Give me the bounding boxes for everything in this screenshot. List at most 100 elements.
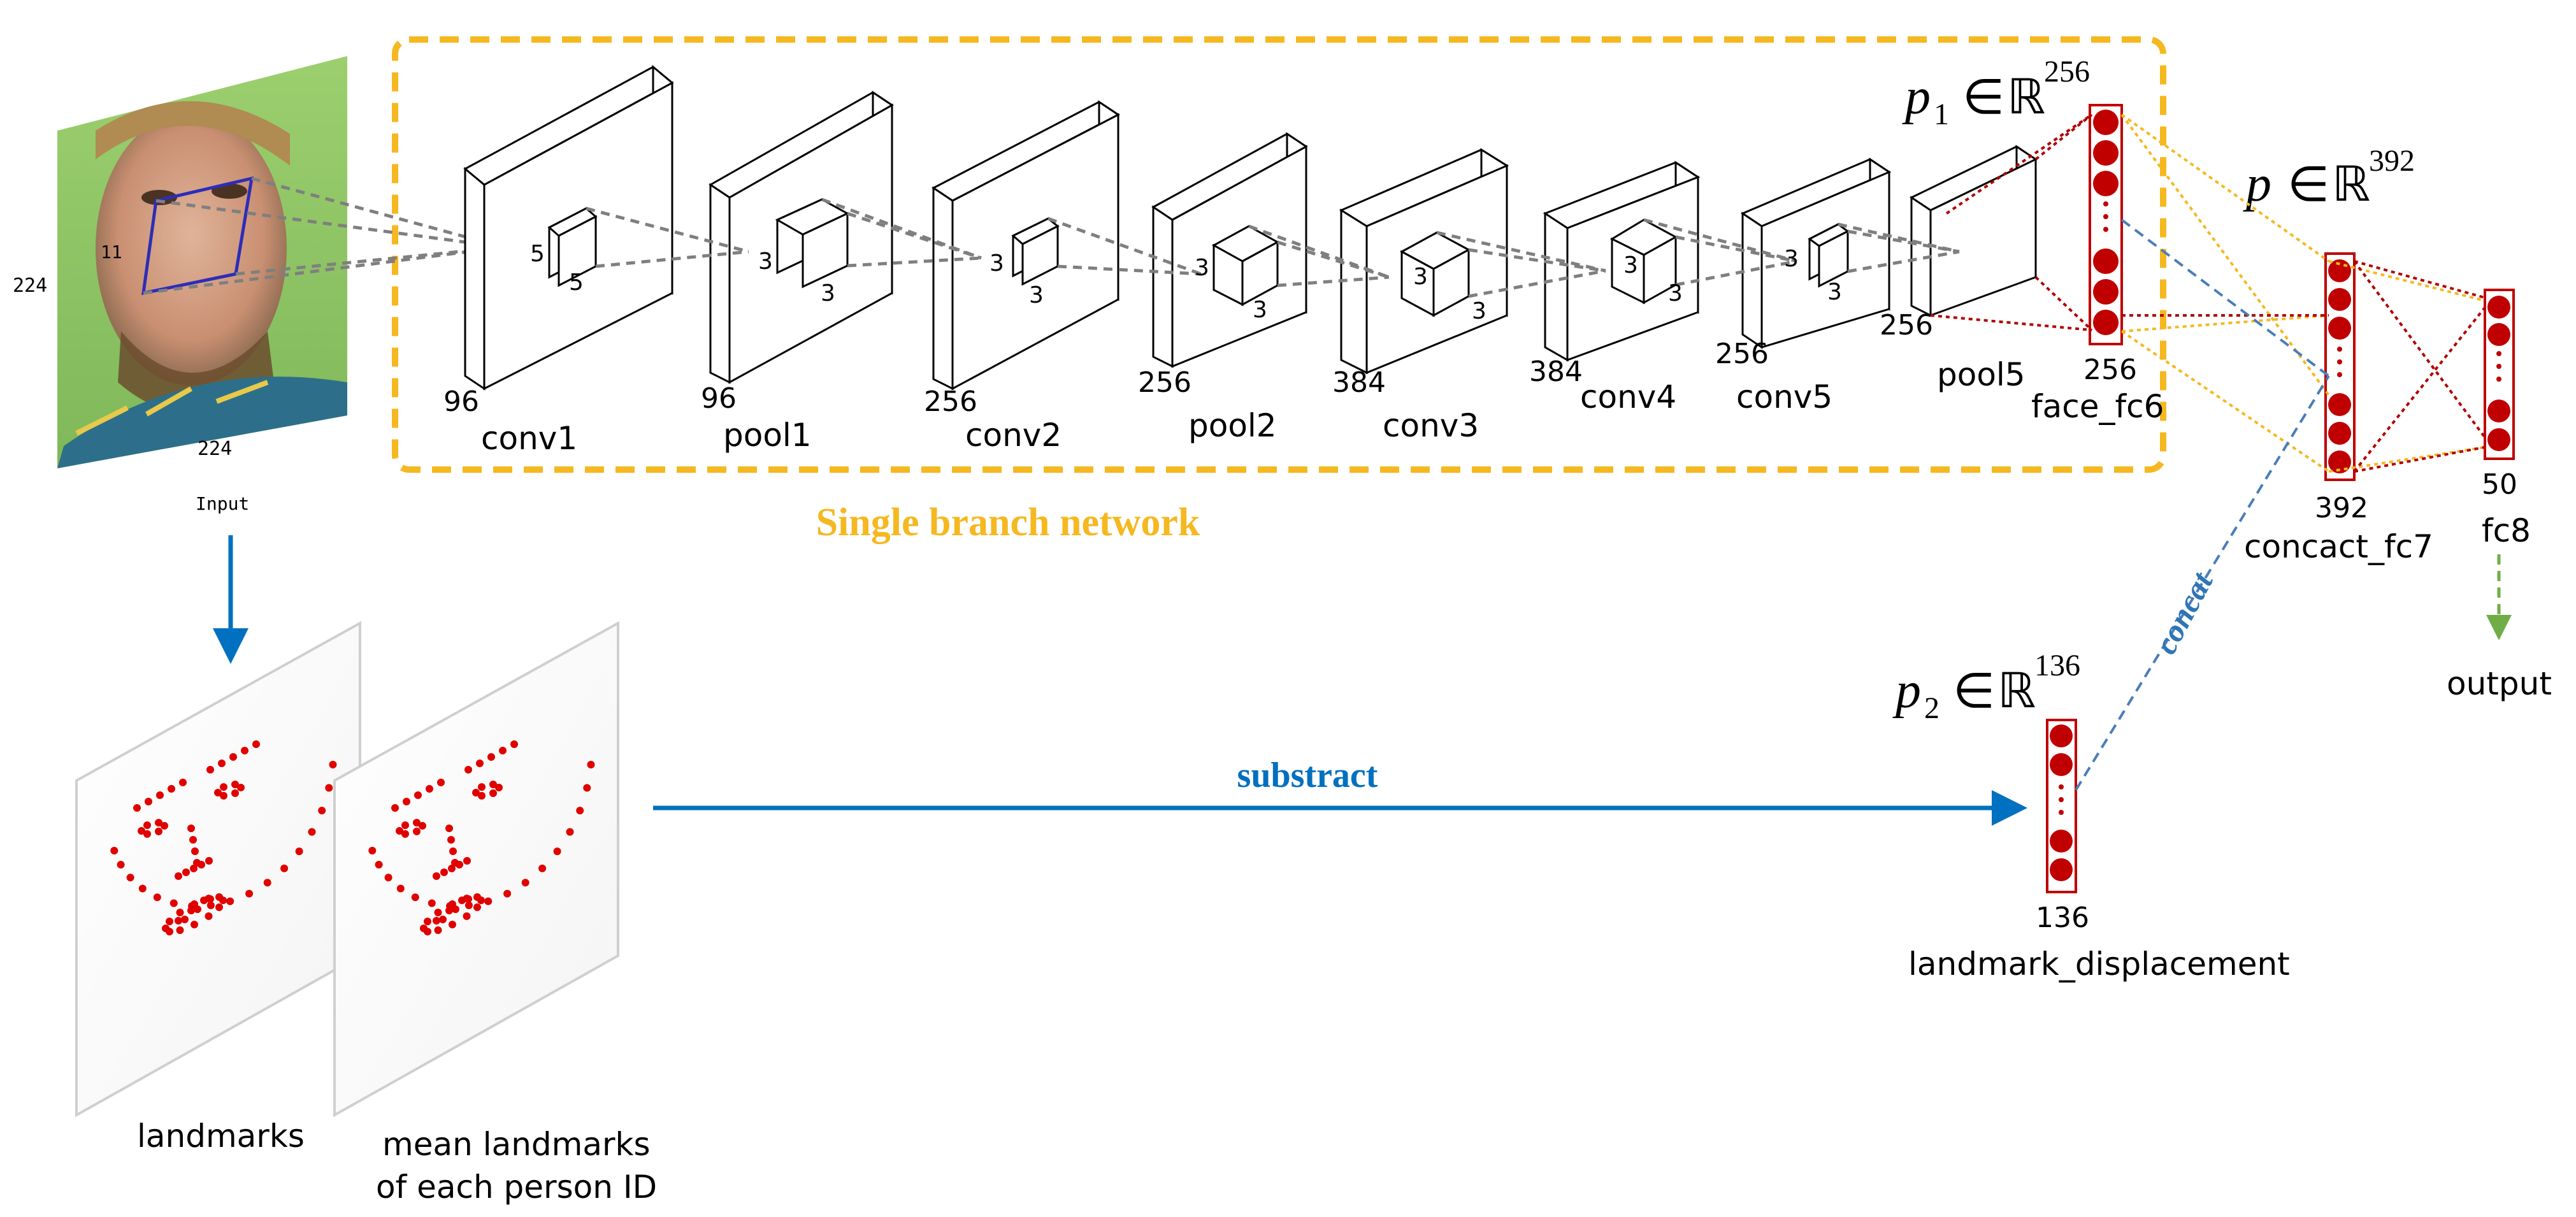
landmark-dot — [420, 925, 428, 932]
output-label: output — [2447, 665, 2552, 702]
landmark-dot — [424, 918, 431, 926]
landmark-dot — [181, 916, 189, 923]
landmark-dot — [414, 791, 422, 799]
subtract-label: substract — [1237, 756, 1378, 795]
landmark-dot — [237, 784, 245, 791]
pool5-channels: 256 — [1880, 309, 1933, 342]
layer-conv2 — [932, 100, 1120, 391]
landmark-dot — [110, 847, 119, 854]
landmark-dot — [191, 921, 198, 928]
landmark-dot — [176, 926, 184, 934]
landmark-dot — [245, 889, 254, 898]
landmark-dot — [117, 861, 125, 868]
landmark-dot — [187, 825, 195, 832]
conv2-name: conv2 — [965, 417, 1061, 454]
svg-text:ℝ: ℝ — [2332, 158, 2370, 212]
layer-conv4 — [1543, 161, 1701, 362]
conv2-channels: 256 — [924, 385, 977, 418]
pool1-kernel-b: 3 — [821, 280, 835, 306]
fc7-to-fc8-lines — [2122, 260, 2493, 473]
landmark-dot — [138, 884, 147, 893]
landmark-dot — [126, 874, 134, 882]
face-fc6-name: face_fc6 — [2031, 388, 2164, 425]
landmark-dot — [458, 897, 466, 904]
landmark-dot — [464, 901, 473, 909]
conv1-kernel: 5 — [530, 241, 545, 267]
landmark-dot — [175, 917, 182, 925]
landmark-dot — [368, 847, 377, 854]
conv1-name: conv1 — [481, 420, 577, 457]
landmark-dot — [452, 905, 459, 913]
svg-text:1: 1 — [1934, 97, 1949, 131]
landmark-dot — [318, 807, 326, 815]
pool2-kernel: 3 — [1195, 255, 1209, 281]
svg-text:392: 392 — [2369, 144, 2415, 178]
conv2-kernel: 3 — [989, 250, 1004, 277]
landmark-dot — [401, 830, 409, 838]
concat-lines — [2075, 219, 2330, 791]
landmark-dot — [464, 895, 472, 903]
conv3-kernel: 3 — [1413, 264, 1428, 290]
landmark-dot — [191, 847, 199, 855]
conv5-kernel-b: 3 — [1827, 279, 1842, 305]
svg-text:∈: ∈ — [1953, 665, 1995, 718]
landmark-dot — [449, 921, 456, 928]
landmark-dot — [143, 821, 151, 830]
svg-text:p: p — [1892, 663, 1921, 719]
landmark-dot — [478, 791, 486, 800]
landmark-dot — [206, 901, 215, 909]
svg-text:p: p — [1902, 69, 1931, 125]
landmark-dot — [182, 868, 190, 876]
landmark-dot — [215, 903, 223, 911]
landmark-dot — [433, 872, 440, 880]
landmark-dot — [576, 807, 584, 815]
landmark-dot — [329, 761, 337, 768]
landmark-dot — [553, 847, 561, 856]
landmark-dot — [206, 766, 214, 774]
landmark-dot — [434, 909, 442, 917]
pool5-to-fc6-lines — [1930, 113, 2093, 331]
landmark-dot — [439, 916, 447, 923]
landmark-dot — [463, 912, 471, 920]
landmark-dot — [472, 789, 480, 796]
landmark-dot — [484, 897, 493, 905]
landmark-dot — [166, 918, 173, 926]
landmark-dot — [143, 830, 151, 838]
landmark-dot — [473, 893, 481, 901]
svg-text:∈: ∈ — [1962, 71, 2004, 124]
landmark-dot — [510, 740, 518, 748]
landmark-dot — [175, 872, 182, 880]
layer-pool5 — [1909, 145, 2038, 317]
face-fc6-size: 256 — [2083, 354, 2137, 386]
landmark-dot — [241, 747, 248, 754]
landmark-dot — [449, 847, 457, 855]
landmark-dot — [445, 825, 453, 832]
landmark-dot — [583, 784, 591, 792]
conv1-channels: 96 — [443, 385, 479, 418]
landmark-dot — [384, 874, 392, 882]
landmark-displacement-column — [2046, 719, 2077, 893]
landmark-dot — [168, 785, 175, 793]
landmarks-caption: landmarks — [137, 1118, 305, 1155]
mean-landmarks-caption-line2: of each person ID — [376, 1169, 657, 1206]
landmark-dot — [437, 779, 445, 786]
landmark-dot — [215, 893, 223, 901]
landmark-dot — [231, 789, 239, 797]
landmark-dot — [495, 784, 503, 791]
landmark-dot — [133, 804, 141, 812]
concat-fc7-formula: p ∈ ℝ 392 — [2243, 144, 2415, 212]
conv2-kernel-b: 3 — [1029, 282, 1044, 308]
landmark-dot — [280, 864, 289, 872]
concat-fc7-name: concact_fc7 — [2244, 528, 2433, 565]
conv3-kernel-b: 3 — [1472, 298, 1486, 324]
landmark-dot — [155, 819, 162, 827]
conv5-channels: 256 — [1715, 338, 1769, 370]
landmark-dot — [198, 861, 205, 868]
pool2-channels: 256 — [1138, 366, 1191, 399]
mean-landmarks-panel — [333, 621, 619, 1118]
concat-fc7-size: 392 — [2315, 492, 2368, 524]
landmark-dot — [587, 761, 595, 768]
landmark-dot — [464, 766, 472, 774]
layer-conv1 — [463, 64, 674, 391]
